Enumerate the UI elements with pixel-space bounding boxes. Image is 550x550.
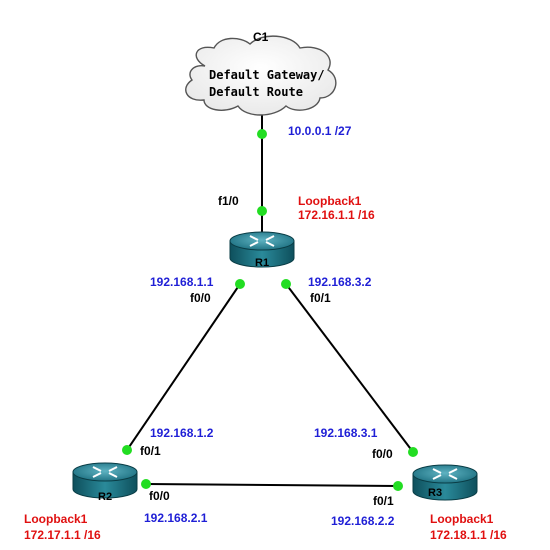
router-r1[interactable]: R1 (229, 231, 295, 269)
cloud-label-line1: Default Gateway/ (209, 68, 325, 82)
router-r3-name: R3 (428, 487, 442, 499)
router-icon (229, 231, 295, 268)
r1-r2-r2-ip: 192.168.1.2 (150, 426, 214, 440)
endpoint-r1-f0-0 (235, 279, 245, 289)
cloud-icon (185, 35, 337, 116)
r1-loopback-name: Loopback1 (298, 194, 362, 208)
r1-r2-r1-ip: 192.168.1.1 (150, 275, 214, 289)
endpoint-r1-f1-0 (257, 206, 267, 216)
r1-r3-r1-if: f0/1 (310, 291, 331, 305)
r2-r3-r2-if: f0/0 (149, 489, 170, 503)
endpoint-r1-f0-1 (281, 279, 291, 289)
router-r1-name: R1 (255, 257, 269, 269)
link-r2-r3 (145, 483, 399, 487)
r2-r3-r3-if: f0/1 (373, 494, 394, 508)
router-r3[interactable]: R3 (412, 464, 478, 501)
cloud-label-line2: Default Route (209, 85, 303, 99)
link-r1-r3 (285, 283, 414, 453)
r1-r3-r1-ip: 192.168.3.2 (308, 275, 372, 289)
r2-loopback-ip: 172.17.1.1 /16 (24, 528, 101, 542)
r1-r2-r2-if: f0/1 (140, 444, 161, 458)
router-icon (412, 464, 478, 501)
r1-r3-r3-ip: 192.168.3.1 (314, 426, 378, 440)
r1-if-f1-0: f1/0 (218, 194, 239, 208)
cloud-link-ip: 10.0.0.1 /27 (288, 124, 352, 138)
router-r2[interactable]: R2 (72, 462, 138, 503)
r2-r3-r2-ip: 192.168.2.1 (144, 511, 208, 525)
cloud-c1[interactable]: C1 Default Gateway/ Default Route (185, 30, 337, 116)
r1-r2-r1-if: f0/0 (190, 291, 211, 305)
cloud-name: C1 (253, 30, 269, 44)
endpoint-cloud-c1 (257, 129, 267, 139)
r3-loopback-ip: 172.18.1.1 /16 (430, 528, 507, 542)
endpoint-r2-f0-1 (122, 445, 132, 455)
endpoint-r3-f0-0 (408, 447, 418, 457)
r2-r3-r3-ip: 192.168.2.2 (331, 514, 395, 528)
r2-loopback-name: Loopback1 (24, 512, 88, 526)
r3-loopback-name: Loopback1 (430, 512, 494, 526)
link-r1-r2 (126, 283, 241, 451)
router-r2-name: R2 (98, 491, 112, 503)
router-icon (72, 462, 138, 499)
endpoint-r2-f0-0 (141, 479, 151, 489)
endpoint-r3-f0-1 (393, 481, 403, 491)
r1-loopback-ip: 172.16.1.1 /16 (298, 208, 375, 222)
r1-r3-r3-if: f0/0 (372, 447, 393, 461)
